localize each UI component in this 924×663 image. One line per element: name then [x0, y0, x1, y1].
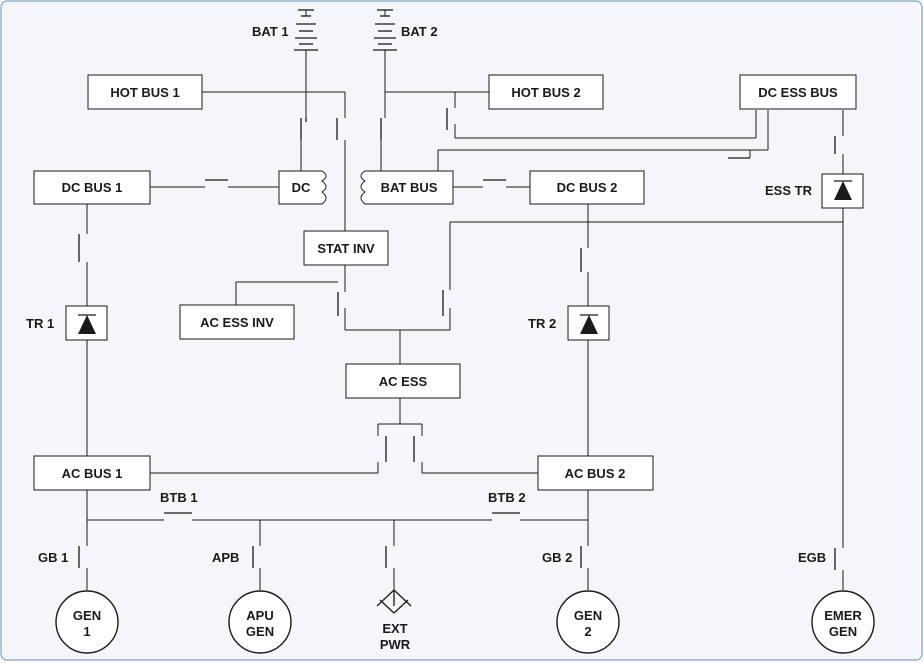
bat-bus-label: BAT BUS: [381, 180, 438, 195]
battery-1-icon: [294, 9, 318, 51]
dc-label: DC: [292, 180, 311, 195]
emer-gen: EMER GEN: [811, 590, 875, 654]
bat-1-label: BAT 1: [252, 24, 289, 39]
stat-inv-label: STAT INV: [317, 241, 375, 256]
dc-bus-2: DC BUS 2: [529, 170, 645, 205]
wiring: [86, 50, 844, 590]
ac-bus-2-label: AC BUS 2: [565, 466, 626, 481]
ac-bus-1: AC BUS 1: [33, 455, 151, 491]
hot-bus-2-label: HOT BUS 2: [511, 85, 580, 100]
bat-bus: BAT BUS: [360, 170, 454, 205]
tr-2-label: TR 2: [528, 316, 556, 331]
ext-pwr-plug-icon: [376, 589, 412, 614]
apu-gen-label-line-2: GEN: [246, 624, 274, 639]
hot-bus-2: HOT BUS 2: [488, 74, 604, 110]
dc-bus-1-label: DC BUS 1: [62, 180, 123, 195]
ext-pwr-label-line-1: EXT: [382, 621, 407, 636]
dc-bus-2-label: DC BUS 2: [557, 180, 618, 195]
battery-2-icon: [373, 9, 397, 51]
hot-bus-1: HOT BUS 1: [87, 74, 203, 110]
dc-box: DC: [278, 170, 327, 205]
egb-label: EGB: [798, 550, 826, 565]
gen-2: GEN 2: [556, 590, 620, 654]
gb-1-label: GB 1: [38, 550, 68, 565]
emer-gen-label-line-1: EMER: [824, 608, 862, 623]
ac-ess-inv: AC ESS INV: [179, 304, 295, 340]
tr-1-label: TR 1: [26, 316, 54, 331]
ac-ess-inv-label: AC ESS INV: [200, 315, 274, 330]
gb-2-label: GB 2: [542, 550, 572, 565]
tr-1-diode-icon: [65, 305, 108, 341]
ess-tr-label: ESS TR: [765, 183, 813, 198]
ac-bus-1-label: AC BUS 1: [62, 466, 123, 481]
stat-inv: STAT INV: [303, 230, 389, 266]
apu-gen: APU GEN: [228, 590, 292, 654]
apb-label: APB: [212, 550, 239, 565]
tr-2-diode-icon: [567, 305, 610, 341]
gen-1: GEN 1: [55, 590, 119, 654]
apu-gen-label-line-1: APU: [246, 608, 273, 623]
btb-1-label: BTB 1: [160, 490, 198, 505]
dc-ess-bus-label: DC ESS BUS: [758, 85, 838, 100]
ac-bus-2: AC BUS 2: [537, 455, 654, 491]
ac-ess-label: AC ESS: [379, 374, 428, 389]
bat-2-label: BAT 2: [401, 24, 438, 39]
hot-bus-1-label: HOT BUS 1: [110, 85, 179, 100]
gen-2-label-line-2: 2: [584, 624, 591, 639]
emer-gen-label-line-2: GEN: [829, 624, 857, 639]
dc-ess-bus: DC ESS BUS: [739, 74, 857, 110]
dc-bus-1: DC BUS 1: [33, 170, 151, 205]
ess-tr-diode-icon: [821, 173, 864, 209]
gen-2-label-line-1: GEN: [574, 608, 602, 623]
switch-contacts: [78, 108, 836, 570]
gen-1-label-line-2: 1: [83, 624, 90, 639]
ac-ess: AC ESS: [345, 363, 461, 399]
btb-2-label: BTB 2: [488, 490, 526, 505]
gen-1-label-line-1: GEN: [73, 608, 101, 623]
ext-pwr-label-line-2: PWR: [380, 637, 411, 652]
